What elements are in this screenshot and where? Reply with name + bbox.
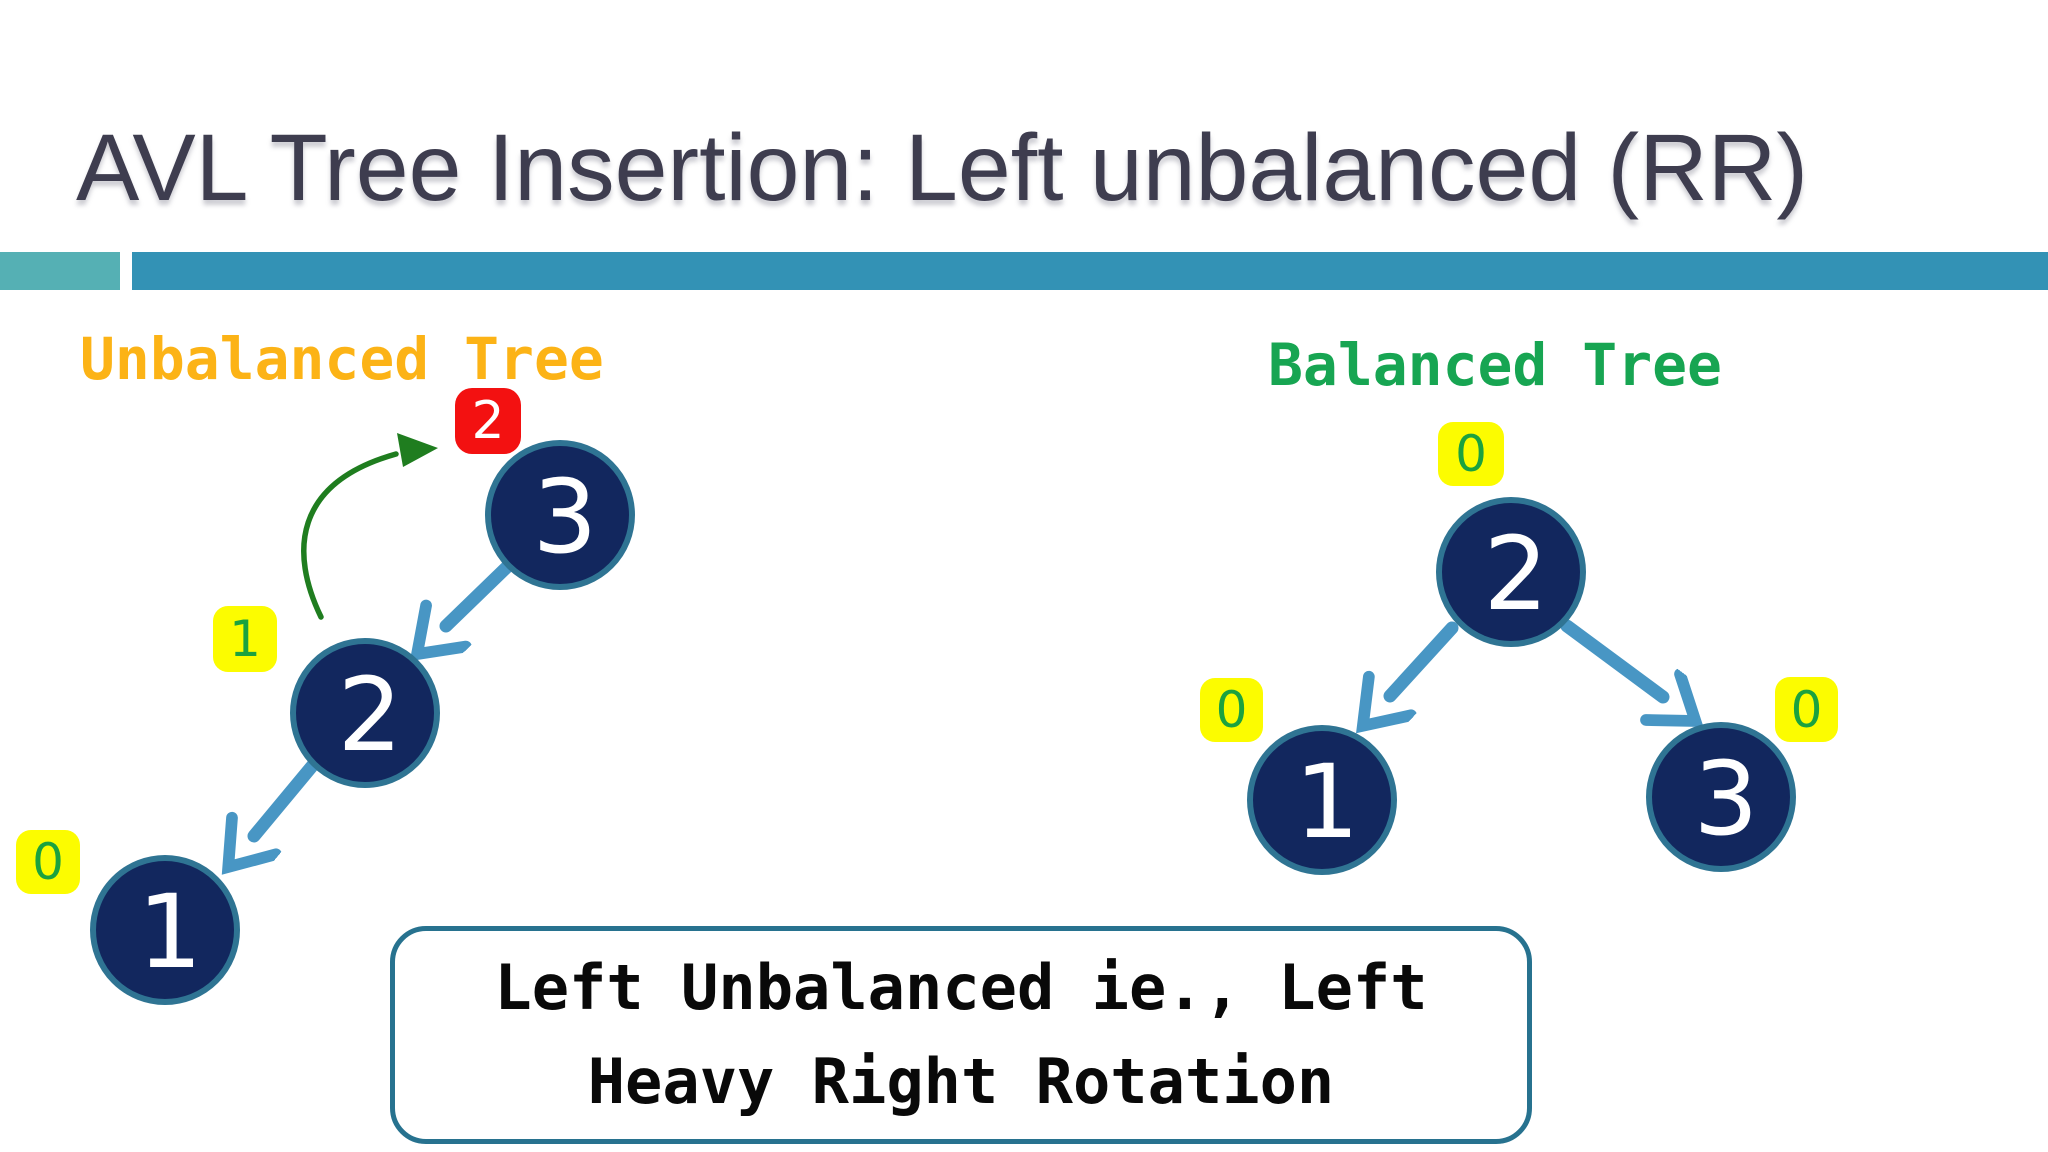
callout-line-1: Left Unbalanced ie., Left xyxy=(494,951,1428,1024)
node-value: 2 xyxy=(337,655,403,775)
unbalanced-node-1: 1 xyxy=(90,855,240,1005)
balanced-node-2: 2 xyxy=(1436,497,1586,647)
balanced-tree-heading: Balanced Tree xyxy=(1268,331,1722,399)
node-value: 1 xyxy=(1294,742,1360,862)
balance-factor-value: 0 xyxy=(1455,425,1487,483)
balance-factor-badge-unbalanced-root: 2 xyxy=(455,388,521,454)
balance-factor-value: 1 xyxy=(229,610,261,668)
balance-factor-badge-balanced-right: 0 xyxy=(1775,677,1838,742)
edge-unbalanced-3-to-2 xyxy=(446,558,516,626)
title-underline-blue-segment xyxy=(132,252,2048,290)
balance-factor-value: 2 xyxy=(471,391,505,451)
node-value: 2 xyxy=(1483,514,1549,634)
balance-factor-value: 0 xyxy=(1215,681,1248,739)
rotation-arrow-icon xyxy=(301,433,438,620)
balance-factor-badge-unbalanced-middle: 1 xyxy=(213,606,277,672)
edge-unbalanced-2-to-1 xyxy=(254,758,320,836)
unbalanced-tree-heading: Unbalanced Tree xyxy=(80,325,604,393)
node-value: 3 xyxy=(532,457,598,577)
callout-line-2: Heavy Right Rotation xyxy=(587,1045,1335,1118)
balance-factor-badge-unbalanced-leaf: 0 xyxy=(16,830,80,894)
balanced-node-3: 3 xyxy=(1646,722,1796,872)
node-value: 3 xyxy=(1693,739,1759,859)
unbalanced-node-3: 3 xyxy=(485,440,635,590)
rotation-callout-box: Left Unbalanced ie., Left Heavy Right Ro… xyxy=(390,926,1532,1144)
edge-balanced-2-to-3 xyxy=(1560,619,1663,697)
balanced-node-1: 1 xyxy=(1247,725,1397,875)
balance-factor-value: 0 xyxy=(32,833,64,891)
title-underline-teal-segment xyxy=(0,252,120,290)
unbalanced-node-2: 2 xyxy=(290,638,440,788)
edge-balanced-2-to-1 xyxy=(1390,621,1459,696)
balance-factor-value: 0 xyxy=(1790,680,1823,739)
slide-title: AVL Tree Insertion: Left unbalanced (RR) xyxy=(76,115,1809,221)
balance-factor-badge-balanced-left: 0 xyxy=(1200,678,1263,742)
node-value: 1 xyxy=(137,872,203,992)
balance-factor-badge-balanced-root: 0 xyxy=(1438,422,1504,486)
